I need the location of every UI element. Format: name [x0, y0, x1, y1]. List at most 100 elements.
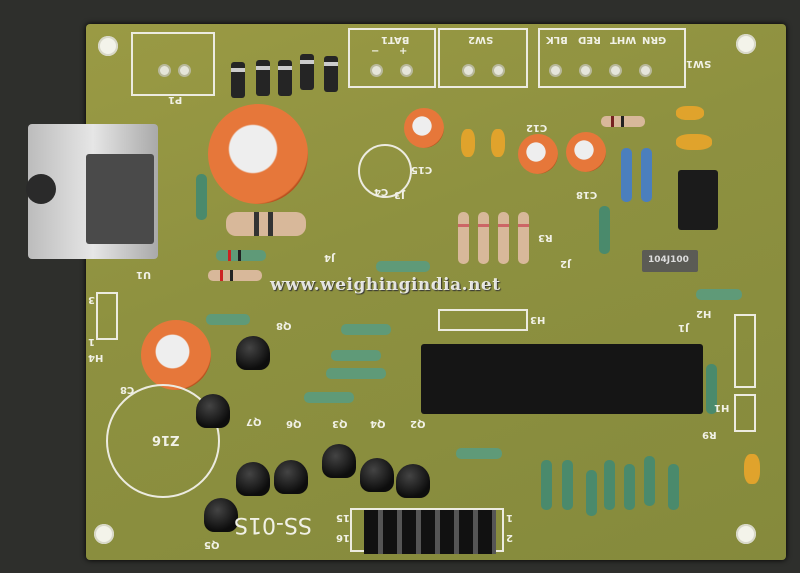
ceramic-capacitor — [461, 129, 475, 157]
screw — [26, 174, 56, 204]
watermark: www.weighingindia.net — [270, 275, 501, 295]
capacitor-c18 — [566, 132, 606, 172]
transistor-q8 — [236, 336, 270, 370]
connector-sw1 — [538, 28, 686, 88]
mounting-hole — [94, 524, 114, 544]
label-p1: P1 — [168, 94, 183, 105]
label-blk: BLK — [546, 34, 568, 45]
capacitor-marking: 104J100 — [648, 255, 689, 265]
label-z16: Z16 — [152, 432, 180, 447]
header-j1 — [734, 314, 756, 388]
resistor — [586, 470, 597, 516]
label-r3: R3 — [538, 232, 553, 243]
label-q4: Q4 — [370, 418, 386, 429]
resistor — [599, 206, 610, 254]
label-j4: J4 — [324, 252, 335, 263]
ceramic-capacitor — [744, 454, 760, 484]
resistor — [341, 324, 391, 335]
label-h4-pin1: 1 — [88, 336, 95, 347]
label-r9: R9 — [702, 429, 717, 440]
connector-bat1 — [348, 28, 436, 88]
resistor — [376, 261, 430, 272]
resistor — [668, 464, 679, 510]
resistor — [208, 270, 262, 281]
header-h3 — [438, 309, 528, 331]
diode — [278, 60, 292, 96]
label-red: RED — [578, 34, 601, 45]
voltage-regulator — [86, 154, 154, 244]
mounting-hole — [98, 36, 118, 56]
label-pin2: 2 — [506, 532, 513, 543]
resistor — [562, 460, 573, 510]
label-h2: H2 — [696, 308, 712, 319]
resistor — [206, 314, 250, 325]
resistor — [644, 456, 655, 506]
label-q3: Q3 — [332, 418, 348, 429]
ceramic-capacitor — [676, 106, 704, 120]
label-h3: H3 — [530, 314, 546, 325]
transistor-q7 — [196, 394, 230, 428]
diode — [256, 60, 270, 96]
resistor — [196, 174, 207, 220]
resistor — [456, 448, 502, 459]
label-q7: Q7 — [246, 416, 262, 427]
resistor — [518, 212, 529, 264]
resistor — [541, 460, 552, 510]
label-minus: − — [371, 46, 380, 57]
transistor-q5 — [204, 498, 238, 532]
label-j2: J2 — [560, 258, 571, 269]
header-h4 — [96, 292, 118, 340]
label-j3: J3 — [394, 189, 405, 200]
label-q6: Q6 — [286, 418, 302, 429]
resistor — [331, 350, 381, 361]
header-h1 — [734, 394, 756, 432]
label-q8: Q8 — [276, 320, 292, 331]
mounting-hole — [736, 524, 756, 544]
resistor — [478, 212, 489, 264]
capacitor-c12 — [518, 134, 558, 174]
label-plus: + — [399, 46, 408, 57]
label-c4: C4 — [374, 186, 389, 197]
label-c18: C18 — [576, 189, 598, 200]
resistor-r9 — [706, 364, 717, 414]
label-wht: WHT — [610, 34, 637, 45]
board-model-label: SS-01S — [234, 512, 312, 537]
resistor — [641, 148, 652, 202]
connector-sw2 — [438, 28, 528, 88]
circuit-board: P1 BAT1 − + SW2 BLK RED WHT GRN SW1 U1 C… — [26, 24, 786, 560]
power-resistor — [226, 212, 306, 236]
electrolytic-capacitor — [208, 104, 308, 204]
diode — [324, 56, 338, 92]
label-bat1: BAT1 — [381, 34, 410, 45]
label-pin16: 16 — [336, 532, 350, 543]
mounting-hole — [736, 34, 756, 54]
resistor — [601, 116, 645, 127]
connector-p1 — [131, 32, 215, 96]
transistor — [322, 444, 356, 478]
transistor — [360, 458, 394, 492]
resistor — [696, 289, 742, 300]
resistor — [624, 464, 635, 510]
resistor — [304, 392, 354, 403]
capacitor-c15 — [404, 108, 444, 148]
label-grn: GRN — [642, 34, 667, 45]
ceramic-capacitor — [491, 129, 505, 157]
label-q5: Q5 — [204, 539, 220, 550]
footprint-c4 — [358, 144, 412, 198]
transistor — [396, 464, 430, 498]
label-sw2: SW2 — [468, 34, 494, 45]
film-capacitor: 104J100 — [642, 250, 698, 272]
label-h4-pin3: 3 — [88, 294, 95, 305]
resistor — [458, 212, 469, 264]
transistor — [274, 460, 308, 494]
resistor — [336, 368, 386, 379]
pin-header — [364, 510, 496, 554]
resistor — [498, 212, 509, 264]
label-pin15: 15 — [336, 512, 350, 523]
label-sw1: SW1 — [686, 58, 712, 69]
ic-dip8 — [678, 170, 718, 230]
diode — [231, 62, 245, 98]
label-c12: C12 — [526, 122, 548, 133]
label-h4: H4 — [88, 352, 104, 363]
